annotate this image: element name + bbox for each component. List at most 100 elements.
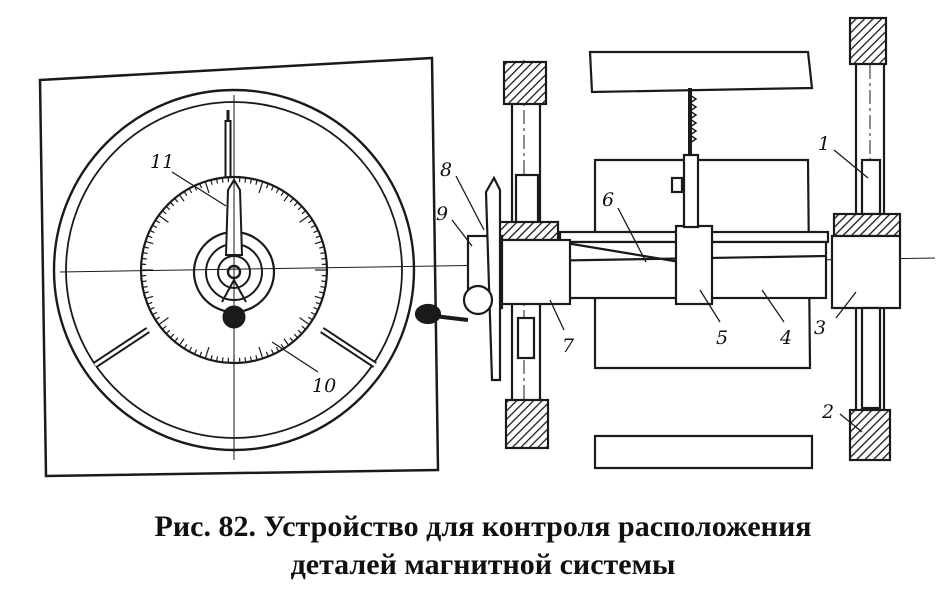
dial-tick [188, 346, 193, 352]
label-6: 6 [602, 189, 614, 211]
shaft-hub [498, 238, 572, 306]
base-plate [38, 56, 440, 478]
label-10: 10 [312, 375, 336, 397]
dial-tick [199, 183, 203, 189]
dial-tick [258, 346, 264, 359]
dial-tick [221, 177, 224, 183]
dial-tick [280, 191, 285, 197]
dial-tick [270, 185, 275, 191]
dial-tick [155, 219, 161, 224]
dial-tick [249, 178, 253, 184]
dial-tick [152, 224, 158, 229]
dial-tick [199, 351, 203, 357]
dial-tick [147, 301, 153, 305]
dial-tick [313, 229, 319, 234]
dial-tick [183, 343, 188, 349]
dial-tick [155, 316, 161, 321]
right-flange-bottom [848, 408, 892, 462]
dial-tick [258, 181, 264, 194]
caption-line-2: деталей магнитной системы [290, 548, 676, 581]
dial-tick [145, 240, 154, 245]
dial-tick [270, 349, 275, 355]
dial-tick [174, 337, 179, 343]
dial-tick [310, 224, 316, 229]
dial-tick [320, 285, 326, 289]
dial-tick [143, 291, 149, 294]
dial-tick [289, 197, 294, 203]
dial-tick [283, 338, 290, 346]
dial-tick [307, 219, 313, 224]
magnet-pole-bottom [593, 434, 814, 470]
dial-tick [293, 201, 299, 207]
side-view [414, 16, 902, 470]
dial-tick [221, 357, 224, 363]
dial-tick [297, 329, 303, 335]
right-housing [830, 234, 902, 310]
carriage-knob [670, 176, 684, 194]
dial-tick [310, 311, 316, 316]
dial-tick [289, 337, 294, 343]
dial-tick [165, 329, 171, 335]
carriage-block [674, 224, 714, 306]
dial-tick [249, 356, 253, 362]
dial-tick [158, 214, 169, 223]
dial-tick [265, 183, 269, 189]
dial-tick [161, 325, 167, 330]
right-stem [860, 306, 882, 410]
dial-sector [484, 175, 502, 382]
dial-tick [244, 177, 247, 183]
dial-tick [178, 338, 185, 346]
label-2: 2 [821, 401, 834, 423]
dial-tick [141, 280, 147, 283]
dial-tick [141, 257, 147, 260]
dial-tick [215, 356, 219, 362]
dial-tick [193, 349, 198, 355]
dial-tick [280, 343, 285, 349]
dial-tick [178, 194, 185, 202]
crank-knob [414, 303, 442, 325]
dial-tick [255, 179, 258, 185]
dial-tick [149, 306, 155, 311]
label-9: 9 [436, 203, 448, 225]
dial-tick [169, 201, 175, 207]
label-5: 5 [716, 327, 728, 349]
dial-tick [204, 181, 210, 194]
dial-tick [161, 210, 167, 215]
right-bushing [860, 158, 882, 216]
carriage-stem [682, 153, 700, 229]
dial-tick [307, 316, 313, 321]
dial-tick [152, 311, 158, 316]
dial-tick [244, 357, 247, 363]
magnet-pole-top [588, 50, 814, 94]
dial-tick [149, 229, 155, 234]
dial-tick [275, 346, 280, 352]
dial-tick [299, 317, 310, 326]
left-flange-top [502, 60, 548, 106]
dial-tick [147, 235, 153, 239]
left-collar [496, 220, 560, 242]
dial-tick [321, 280, 327, 283]
dial-tick [169, 333, 175, 339]
left-bushing [514, 173, 540, 227]
right-flange-top [848, 16, 888, 66]
dial-tick [183, 191, 188, 197]
dial-tick [215, 178, 219, 184]
crank-hub [462, 284, 494, 316]
label-3: 3 [814, 317, 826, 339]
figure-caption: Рис. 82. Устройство для контроля располо… [0, 508, 946, 584]
dial-tick [204, 346, 210, 359]
label-4: 4 [779, 327, 792, 349]
dial-tick [145, 295, 154, 300]
dial-tick [210, 179, 213, 185]
part-labels: 11 10 8 9 6 7 5 4 1 3 2 [150, 133, 834, 423]
dial-tick [301, 210, 307, 215]
dial-tick [255, 355, 258, 361]
dial-tick [210, 355, 213, 361]
dial-tick [299, 214, 310, 223]
label-1: 1 [818, 133, 830, 155]
dial-tick [313, 306, 319, 311]
label-7: 7 [562, 335, 575, 357]
dial-tick [142, 251, 148, 255]
leader-lines [171, 149, 869, 433]
dial-tick [174, 197, 179, 203]
